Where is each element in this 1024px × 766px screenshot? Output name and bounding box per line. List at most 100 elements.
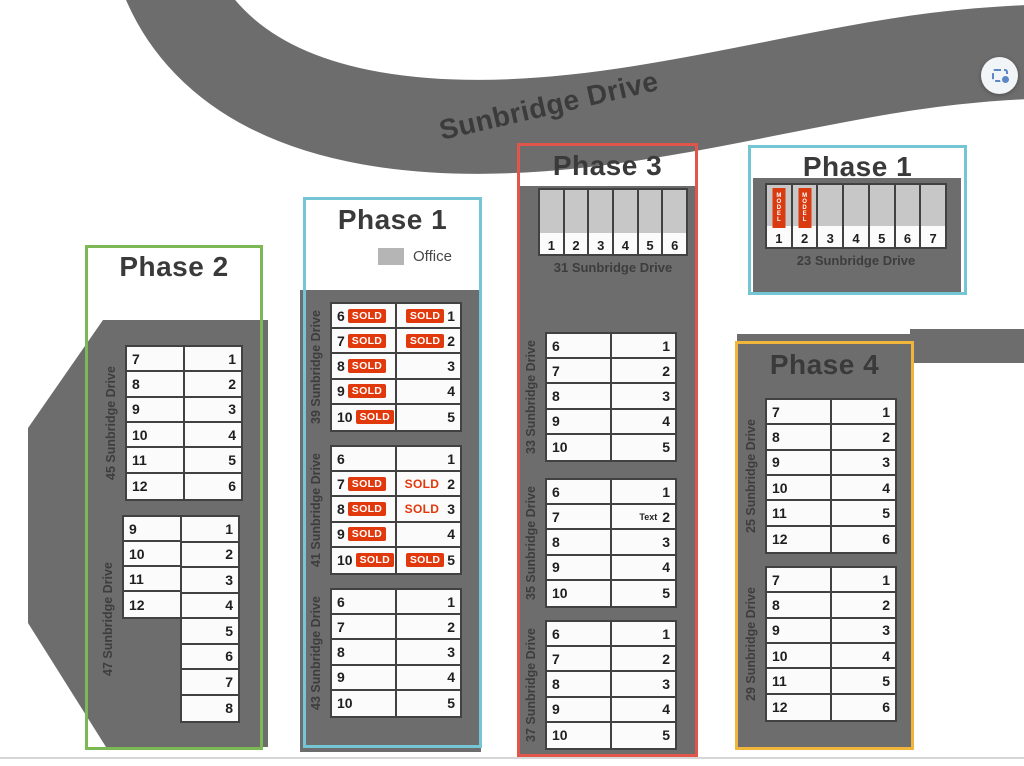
screen-capture-button[interactable]: [981, 57, 1018, 94]
unit-4: 4: [614, 190, 639, 254]
unit-5: 5: [870, 185, 896, 247]
phase-3-title: Phase 3: [552, 150, 663, 181]
unit-number: 5: [882, 504, 890, 521]
unit-2: 2: [182, 543, 238, 568]
sold-badge: SOLD: [355, 410, 394, 425]
unit-number: 4: [662, 701, 670, 718]
street-label-23-sunbridge-drive: 23 Sunbridge Drive: [796, 253, 916, 268]
unit-8: 8: [182, 696, 238, 722]
unit-7: 7: [547, 647, 610, 673]
unit-number: 6: [337, 450, 345, 467]
unit-number: 5: [662, 727, 670, 744]
unit-1: 1: [397, 447, 460, 473]
unit-1: 1: [182, 517, 238, 543]
unit-8: 8: [547, 672, 610, 698]
unit-8: 8: [547, 530, 610, 556]
unit-7: 7: [767, 400, 830, 426]
unit-number: 10: [772, 479, 788, 496]
unit-10: 10: [332, 691, 395, 716]
unit-3: 3: [182, 568, 238, 594]
unit-number: 9: [772, 622, 780, 639]
unit-5: 5: [612, 435, 675, 460]
unit-12: 12: [127, 474, 183, 499]
unit-number: 8: [772, 596, 780, 613]
unit-number: 6: [882, 699, 890, 716]
unit-number: 6: [225, 648, 233, 665]
unit-9: 9: [547, 410, 610, 435]
unit-3: 3: [589, 190, 615, 254]
unit-number: 7: [772, 571, 780, 588]
unit-number: 9: [552, 559, 560, 576]
unit-number: 1: [447, 450, 455, 467]
unit-number: 4: [621, 238, 629, 253]
unit-number: 8: [772, 428, 780, 445]
unit-12: 12: [767, 527, 830, 552]
unit-7: 7: [921, 185, 945, 247]
unit-10: 10: [547, 723, 610, 748]
unit-5: 5: [612, 581, 675, 606]
unit-number: 4: [447, 526, 455, 543]
unit-number: 11: [129, 570, 144, 587]
unit-number: 5: [878, 231, 886, 246]
unit-9: 9: [767, 451, 830, 476]
unit-6: 6: [896, 185, 922, 247]
unit-number: 2: [882, 596, 890, 613]
unit-6: 6: [332, 447, 395, 473]
unit-6: 6: [332, 590, 395, 616]
unit-number: 4: [447, 669, 455, 686]
sold-badge: SOLD: [405, 553, 445, 568]
unit-number: 4: [882, 647, 890, 664]
unit-5: 5: [832, 669, 895, 695]
unit-number: 6: [552, 625, 560, 642]
unit-number: 1: [225, 520, 233, 537]
unit-number: 8: [337, 500, 345, 517]
unit-number: 1: [228, 350, 236, 367]
unit-11: 11: [767, 669, 830, 695]
unit-number: 9: [129, 520, 137, 537]
unit-number: 4: [662, 559, 670, 576]
unit-1: 1: [540, 190, 565, 254]
unit-7: 7: [547, 505, 610, 531]
unit-number: 3: [447, 500, 455, 517]
street-label-25-sunbridge-drive: 25 Sunbridge Drive: [744, 419, 758, 533]
unit-4: 4: [832, 644, 895, 670]
unit-1: 1: [832, 568, 895, 594]
unit-number: 4: [228, 426, 236, 443]
unit-number: 1: [547, 238, 555, 253]
street-label-33-sunbridge-drive: 33 Sunbridge Drive: [524, 340, 538, 454]
unit-number: 2: [447, 618, 455, 635]
unit-number: 8: [552, 387, 560, 404]
sold-badge: SOLD: [347, 476, 387, 491]
phase-4-outline: [735, 341, 914, 750]
unit-11: 11: [767, 501, 830, 527]
phase-3-outline: [517, 143, 698, 757]
sold-badge: SOLD: [347, 358, 387, 373]
unit-2: 2: [397, 615, 460, 641]
unit-number: 3: [662, 675, 670, 692]
unit-number: 2: [572, 238, 580, 253]
unit-number: 7: [929, 231, 937, 246]
unit-7: 7: [547, 359, 610, 385]
phase-4-title: Phase 4: [769, 349, 880, 380]
unit-9: 9: [124, 517, 180, 542]
unit-2: 2: [612, 359, 675, 385]
